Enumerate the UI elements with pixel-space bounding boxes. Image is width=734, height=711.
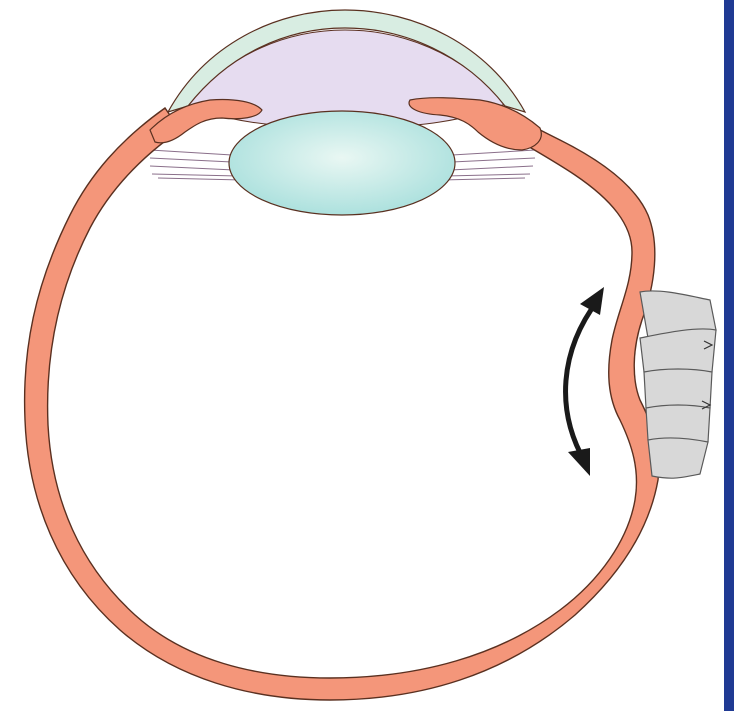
zonule-fiber: [158, 178, 242, 180]
zonule-fiber: [150, 150, 232, 155]
zonule-fiber: [446, 174, 530, 176]
frame-border-right: [724, 0, 734, 711]
zonule-fiber: [452, 150, 535, 155]
arrow-shaft: [566, 300, 598, 462]
double-headed-arrow: [566, 287, 604, 476]
zonule-fiber: [450, 166, 533, 170]
scleral-buckle: [640, 291, 716, 478]
lens: [229, 111, 455, 215]
buckle-segment: [648, 438, 708, 478]
zonule-fiber: [150, 166, 234, 170]
zonule-fiber: [152, 174, 238, 176]
buckle-segment: [640, 329, 716, 375]
zonule-fiber: [452, 158, 535, 162]
arrowhead-down: [568, 448, 590, 476]
zonule-fiber: [150, 158, 232, 162]
zonule-fiber: [442, 178, 525, 180]
